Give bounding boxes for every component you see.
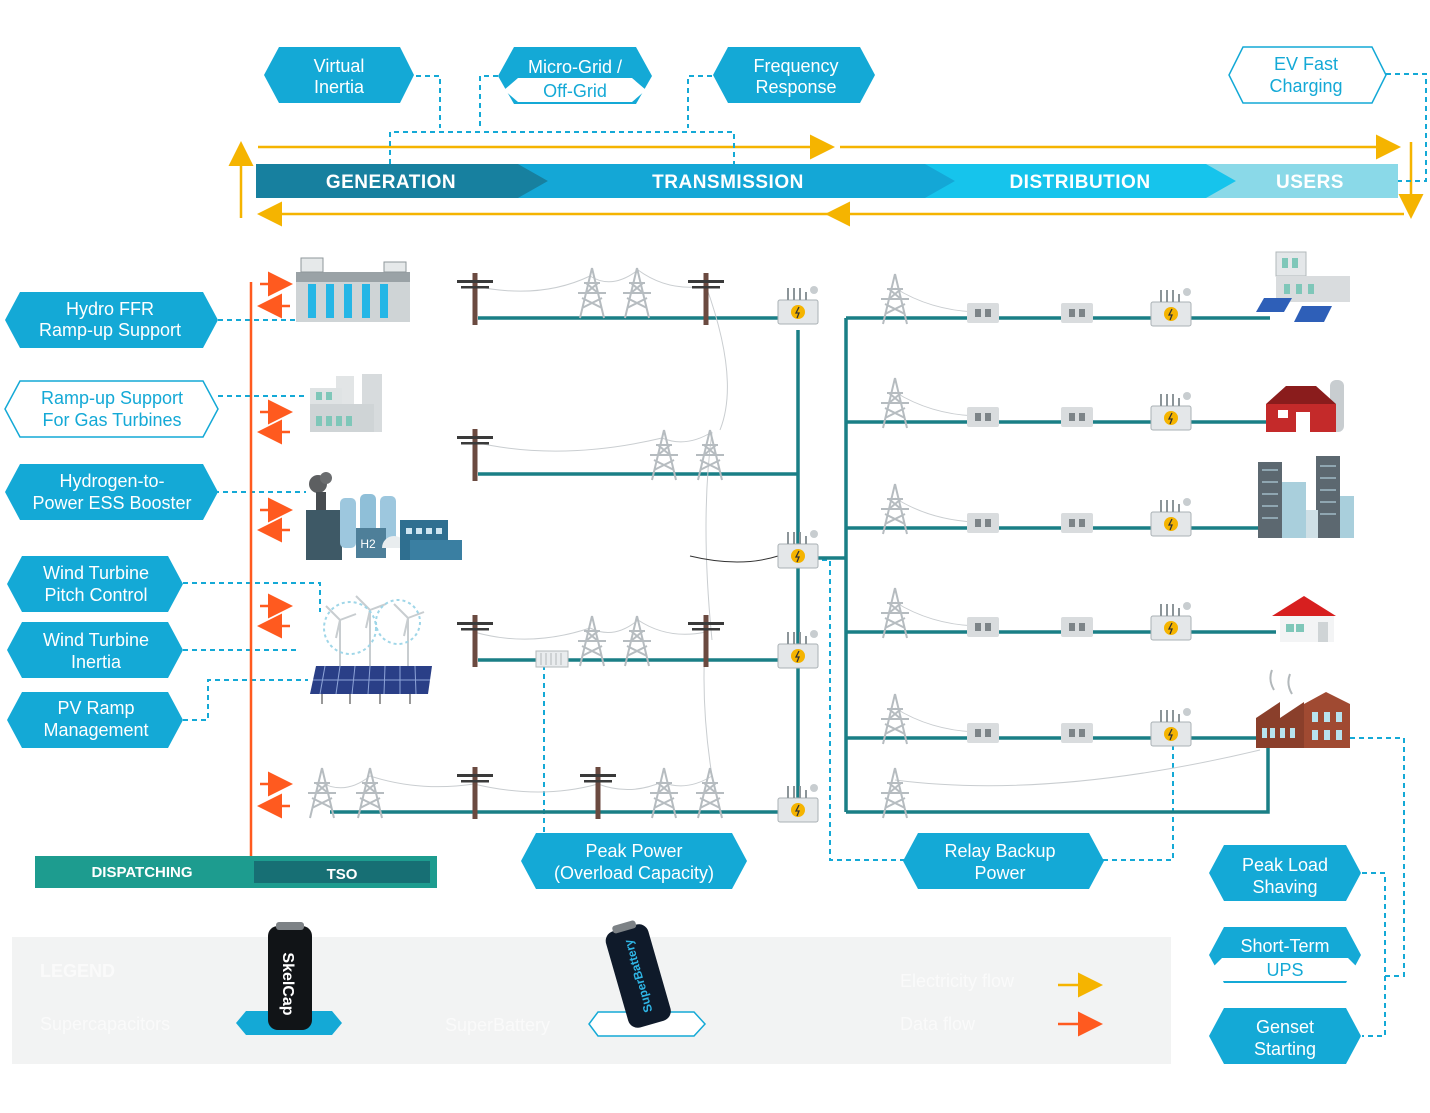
frequency-response-label[interactable]: Frequency Response bbox=[713, 47, 875, 103]
farm-barn-icon bbox=[1266, 380, 1344, 432]
value-chain: GENERATION TRANSMISSION DISTRIBUTION USE… bbox=[228, 134, 1424, 227]
virtual-inertia-line1: Virtual bbox=[314, 56, 365, 76]
peak-load-line1: Peak Load bbox=[1242, 855, 1328, 875]
distribution-transformer-icons bbox=[1150, 287, 1192, 747]
wind-solar-farm-icon bbox=[323, 595, 425, 670]
solar-panels-icon bbox=[310, 665, 432, 704]
ev-fast-charging-line1: EV Fast bbox=[1274, 54, 1338, 74]
genset-line1: Genset bbox=[1256, 1017, 1314, 1037]
generation-segment bbox=[256, 164, 548, 198]
stage-generation: GENERATION bbox=[326, 172, 456, 193]
stage-transmission: TRANSMISSION bbox=[652, 172, 804, 193]
dispatching-label: DISPATCHING bbox=[91, 864, 192, 881]
short-term-ups-label[interactable]: Short-Term UPS bbox=[1209, 927, 1361, 983]
wind-inertia-line2: Inertia bbox=[71, 652, 122, 672]
wind-pitch-label[interactable]: Wind Turbine Pitch Control bbox=[7, 556, 183, 612]
hydro-ffr-line2: Ramp-up Support bbox=[39, 320, 181, 340]
legend-electricity-flow: Electricity flow bbox=[900, 971, 1015, 991]
peak-load-line2: Shaving bbox=[1252, 877, 1317, 897]
hydro-ffr-label[interactable]: Hydro FFR Ramp-up Support bbox=[5, 292, 218, 348]
frequency-response-line1: Frequency bbox=[753, 56, 838, 76]
data-flow-arrows bbox=[257, 271, 293, 819]
peak-power-line2: (Overload Capacity) bbox=[554, 863, 714, 883]
gas-turbines-line2: For Gas Turbines bbox=[42, 410, 181, 430]
city-towers-icon bbox=[1258, 456, 1354, 538]
virtual-inertia-label[interactable]: Virtual Inertia bbox=[264, 47, 414, 103]
relay-backup-line1: Relay Backup bbox=[944, 841, 1055, 861]
wind-pitch-line2: Pitch Control bbox=[44, 585, 147, 605]
ev-fast-charging-label[interactable]: EV Fast Charging bbox=[1228, 46, 1387, 104]
ev-fast-charging-line2: Charging bbox=[1269, 76, 1342, 96]
legend: LEGEND Supercapacitors SkelCap SuperBatt… bbox=[12, 920, 1171, 1064]
dispatch-bar: DISPATCHING TSO bbox=[35, 856, 437, 888]
pv-ramp-line1: PV Ramp bbox=[57, 698, 134, 718]
gas-turbines-label[interactable]: Ramp-up Support For Gas Turbines bbox=[4, 380, 219, 438]
peak-power-label[interactable]: Peak Power (Overload Capacity) bbox=[521, 833, 747, 889]
switchgear-icons bbox=[967, 303, 1093, 743]
transmission-segment bbox=[518, 164, 955, 198]
hydrogen-plant-icon: H2 bbox=[306, 472, 462, 560]
tso-label: TSO bbox=[327, 866, 358, 883]
gas-turbines-line1: Ramp-up Support bbox=[41, 388, 183, 408]
hydro-plant-icon bbox=[296, 257, 410, 322]
hydro-ffr-line1: Hydro FFR bbox=[66, 299, 154, 319]
pv-ramp-label[interactable]: PV Ramp Management bbox=[7, 692, 183, 748]
h2-label: H2 bbox=[360, 537, 376, 551]
wind-inertia-label[interactable]: Wind Turbine Inertia bbox=[7, 622, 183, 678]
peak-load-label[interactable]: Peak Load Shaving bbox=[1209, 845, 1361, 901]
frequency-response-line2: Response bbox=[755, 77, 836, 97]
genset-line2: Starting bbox=[1254, 1039, 1316, 1059]
skelcap-cell-icon: SkelCap bbox=[268, 922, 312, 1030]
stage-distribution: DISTRIBUTION bbox=[1009, 172, 1150, 193]
wind-inertia-line1: Wind Turbine bbox=[43, 630, 149, 650]
micro-grid-line2: Off-Grid bbox=[543, 81, 607, 101]
transmission-lines bbox=[330, 316, 846, 814]
supercapacitor-module-icon bbox=[535, 650, 569, 668]
short-term-ups-line1: Short-Term bbox=[1240, 936, 1329, 956]
micro-grid-label[interactable]: Micro-Grid / Off-Grid bbox=[498, 47, 652, 104]
legend-title: LEGEND bbox=[40, 961, 115, 981]
hydrogen-line2: Power ESS Booster bbox=[32, 493, 191, 513]
short-term-ups-line2: UPS bbox=[1266, 960, 1303, 980]
superbattery-cell-icon: SuperBattery bbox=[605, 920, 671, 1028]
factory-icon bbox=[1256, 669, 1350, 748]
stage-users: USERS bbox=[1276, 172, 1344, 193]
virtual-inertia-line2: Inertia bbox=[314, 77, 365, 97]
distribution-segment bbox=[925, 164, 1236, 198]
house-icon bbox=[1272, 596, 1336, 642]
peak-power-line1: Peak Power bbox=[585, 841, 682, 861]
users-segment bbox=[1206, 164, 1398, 198]
distribution-wires bbox=[894, 287, 1261, 787]
relay-backup-line2: Power bbox=[974, 863, 1025, 883]
commercial-building-icon bbox=[1256, 251, 1350, 322]
legend-data-flow: Data flow bbox=[900, 1014, 976, 1034]
legend-superbattery: SuperBattery bbox=[445, 1015, 550, 1035]
genset-label[interactable]: Genset Starting bbox=[1209, 1008, 1361, 1064]
legend-supercapacitors: Supercapacitors bbox=[40, 1014, 170, 1034]
wind-pitch-line1: Wind Turbine bbox=[43, 563, 149, 583]
hydrogen-label[interactable]: Hydrogen-to- Power ESS Booster bbox=[5, 464, 218, 520]
hydrogen-line1: Hydrogen-to- bbox=[59, 471, 164, 491]
relay-backup-label[interactable]: Relay Backup Power bbox=[903, 833, 1104, 889]
data-connectors bbox=[183, 73, 1427, 1037]
pv-ramp-line2: Management bbox=[43, 720, 148, 740]
micro-grid-line1: Micro-Grid / bbox=[528, 57, 622, 77]
skelcap-brand: SkelCap bbox=[279, 952, 296, 1015]
gas-plant-icon bbox=[310, 374, 382, 432]
